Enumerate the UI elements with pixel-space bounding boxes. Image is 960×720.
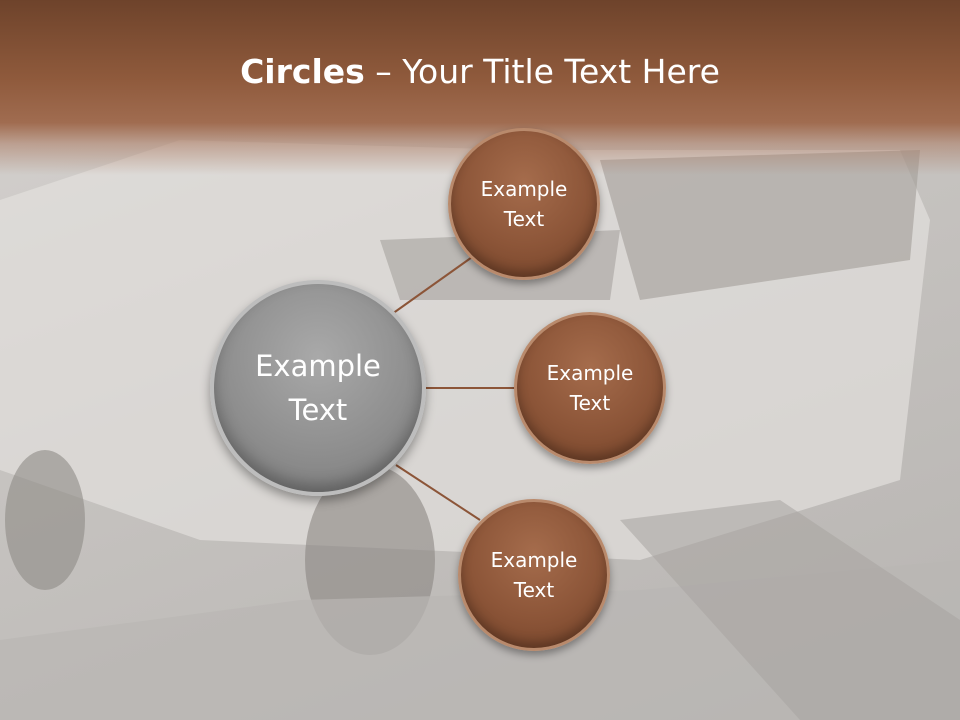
satellite-circle-bottom: Example Text bbox=[458, 499, 610, 651]
title-strong: Circles bbox=[240, 52, 365, 91]
satellite-circle-label: Example Text bbox=[490, 548, 578, 602]
connector-top bbox=[391, 254, 476, 315]
title-rest: – Your Title Text Here bbox=[364, 52, 720, 91]
satellite-circle-middle: Example Text bbox=[514, 312, 666, 464]
center-circle: Example Text bbox=[210, 280, 426, 496]
satellite-circle-label: Example Text bbox=[546, 361, 634, 415]
satellite-circle-top: Example Text bbox=[448, 128, 600, 280]
satellite-circle-label: Example Text bbox=[480, 177, 568, 231]
slide-title: Circles – Your Title Text Here bbox=[0, 52, 960, 91]
center-circle-label: Example Text bbox=[255, 349, 381, 427]
connector-bottom bbox=[395, 464, 481, 521]
